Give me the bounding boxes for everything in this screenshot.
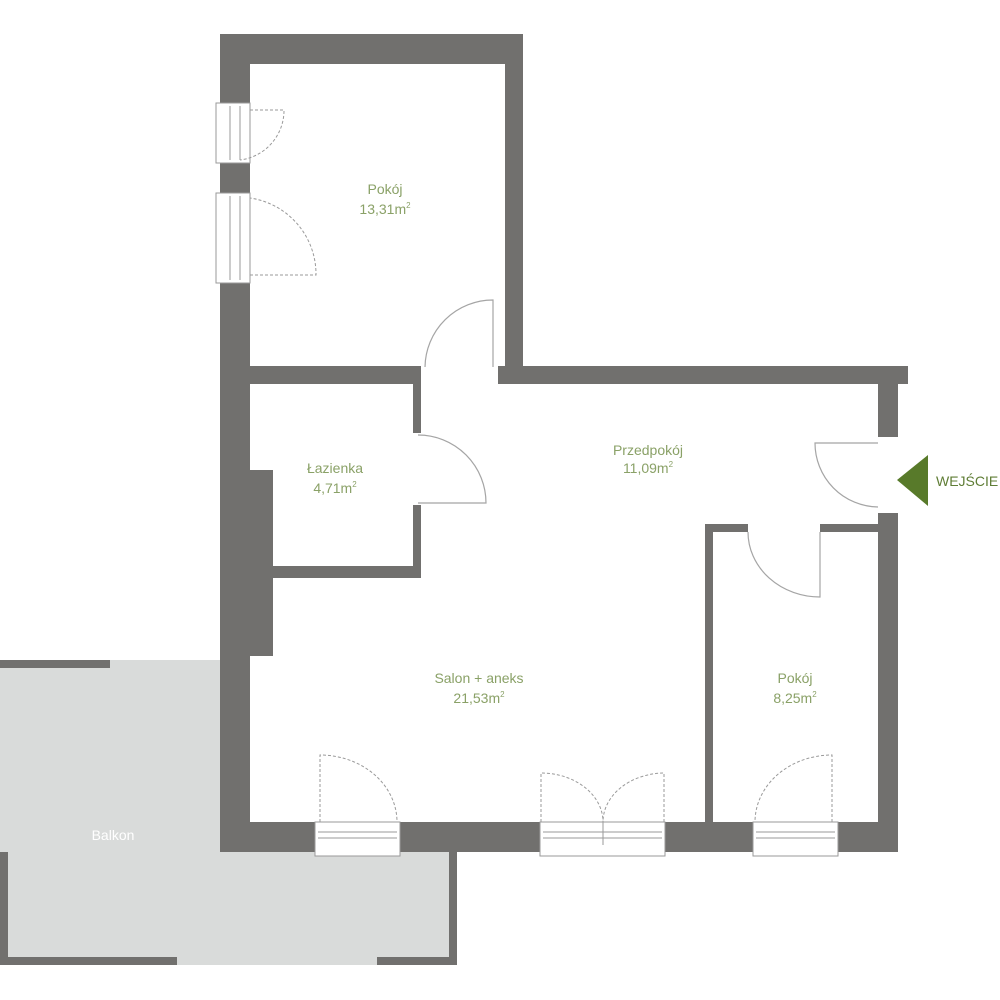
svg-text:Łazienka: Łazienka [307,460,363,476]
entrance-marker: WEJŚCIE [897,455,998,506]
room-name: Pokój [367,181,402,197]
door-pokoj2 [747,531,821,598]
room-label-przedpokoj: Przedpokój 11,09m2 [613,442,683,476]
svg-text:11,09m2: 11,09m2 [623,460,674,476]
room-label-salon: Salon + aneks 21,53m2 [434,670,523,706]
svg-text:Przedpokój: Przedpokój [613,442,683,458]
window-left-2 [215,192,317,284]
svg-text:13,31m2: 13,31m2 [359,201,411,217]
room-label-lazienka: Łazienka 4,71m2 [307,460,363,496]
room-label-balkon: Balkon [92,827,135,843]
windows [215,102,839,857]
window-left-1 [215,102,285,164]
room-label-pokoj-1: Pokój 13,31m2 [359,181,411,217]
svg-text:4,71m2: 4,71m2 [313,480,357,496]
window-bottom-2 [539,772,666,857]
entrance-arrow-icon [897,455,928,506]
balcony [0,660,457,965]
svg-text:Salon + aneks: Salon + aneks [434,670,523,686]
door-lazienka [417,434,487,504]
room-label-pokoj-2: Pokój 8,25m2 [773,670,817,706]
svg-text:8,25m2: 8,25m2 [773,690,817,706]
svg-text:21,53m2: 21,53m2 [453,690,505,706]
door-pokoj1 [424,299,494,368]
window-bottom-1 [314,754,401,857]
window-bottom-3 [752,754,839,857]
doors [417,299,879,598]
svg-text:Pokój: Pokój [777,670,812,686]
entrance-label: WEJŚCIE [936,472,998,489]
walls [220,34,908,852]
door-entrance [814,442,879,508]
